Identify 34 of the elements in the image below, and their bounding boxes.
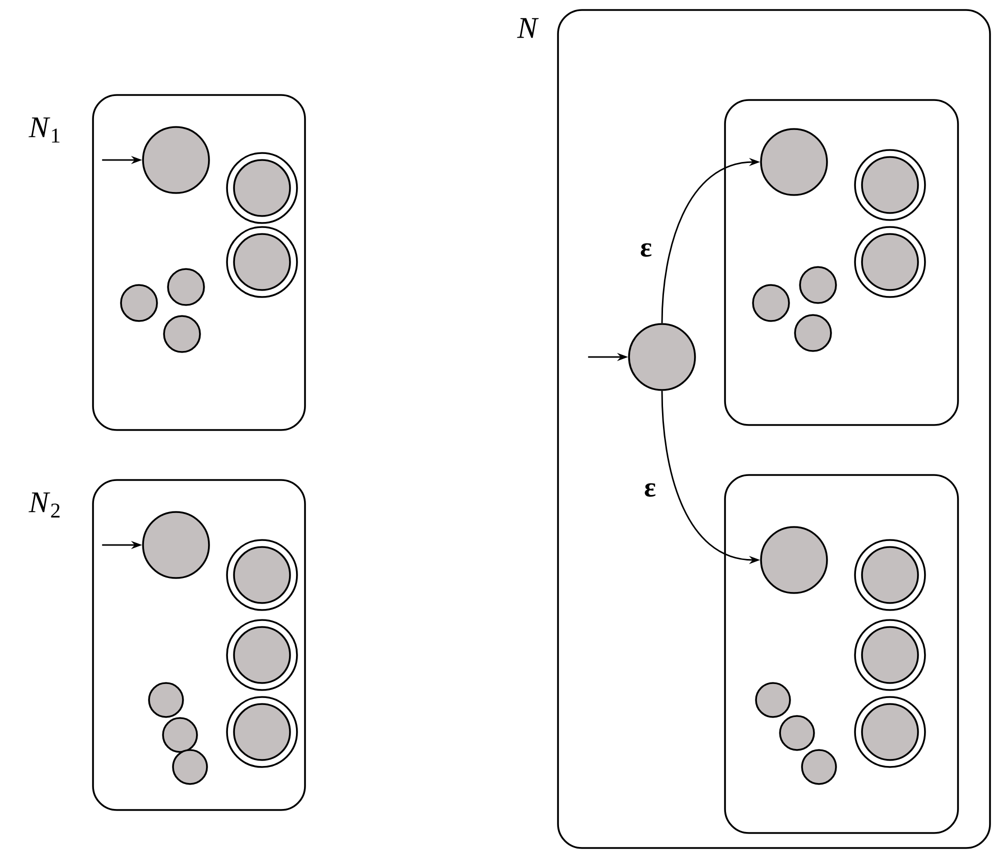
state (794, 314, 832, 352)
automaton-box (724, 99, 959, 426)
state (760, 128, 828, 196)
state (628, 323, 696, 391)
accept-state (226, 226, 298, 298)
state (752, 284, 790, 322)
automaton-box (724, 474, 959, 834)
state (779, 715, 815, 751)
accept-state (854, 226, 926, 298)
accept-state (226, 539, 298, 611)
accept-state (854, 149, 926, 221)
state (163, 315, 201, 353)
accept-state (854, 619, 926, 691)
automaton-name: N$_{2}$ (28, 492, 60, 518)
automaton-name: N (517, 18, 539, 38)
state (755, 682, 791, 718)
accept-state (226, 152, 298, 224)
accept-state (854, 539, 926, 611)
state (142, 126, 210, 194)
state (167, 268, 205, 306)
state (801, 749, 837, 785)
accept-state (226, 619, 298, 691)
edge-label: ε (640, 243, 652, 257)
state (162, 717, 198, 753)
state (142, 511, 210, 579)
state (148, 682, 184, 718)
state (760, 526, 828, 594)
accept-state (854, 696, 926, 768)
state (120, 284, 158, 322)
state (172, 749, 208, 785)
automaton-name: N$_{1}$ (28, 118, 60, 142)
accept-state (226, 696, 298, 768)
edge-label: ε (644, 483, 656, 497)
state (799, 266, 837, 304)
